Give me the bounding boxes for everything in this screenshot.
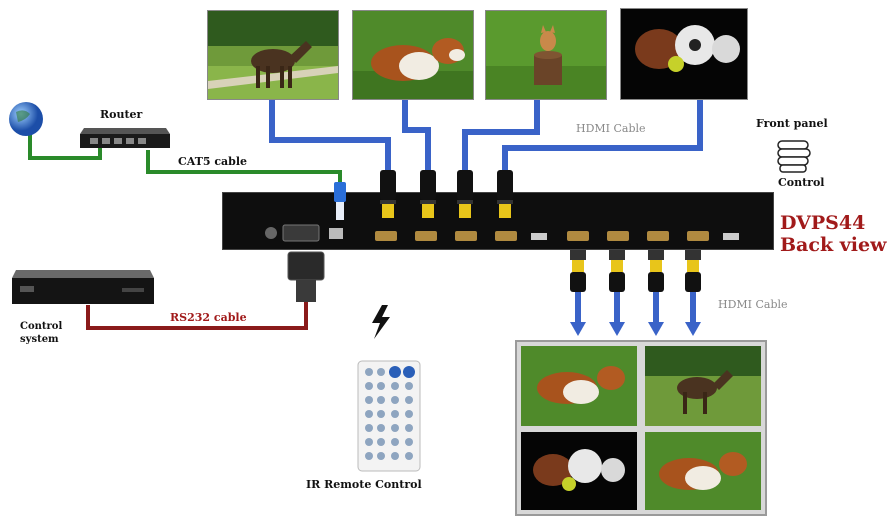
quad-view	[521, 346, 761, 510]
lightning-icon	[368, 305, 392, 339]
hdmi-cable-label-bottom: HDMI Cable	[718, 298, 788, 311]
cat5-label: CAT5 cable	[178, 155, 248, 168]
remote-icon	[357, 360, 421, 472]
control-system-label-line1: Control	[20, 321, 63, 332]
hdmi-cable-label-top: HDMI Cable	[576, 122, 646, 135]
router-icon	[78, 124, 170, 150]
dog-image	[353, 11, 473, 99]
ethernet-plug	[334, 182, 346, 220]
control-system-label-line2: system	[20, 334, 59, 345]
input-photo-horse	[207, 10, 339, 100]
output-display	[515, 340, 767, 516]
hdmi-cable-input-4	[502, 98, 703, 172]
quad-dog-bottom-right	[645, 432, 761, 510]
quad-horse-top-right	[645, 346, 761, 426]
hdmi-cable-input-3	[462, 98, 540, 172]
horse-image	[208, 11, 338, 99]
device-title-line1: DVPS44	[780, 212, 866, 234]
sports-balls-image	[621, 9, 747, 99]
cat5-cable-globe	[28, 125, 102, 160]
ir-remote-label: IR Remote Control	[306, 478, 422, 491]
hdmi-cable-input-1	[269, 98, 391, 172]
quad-balls-bottom-left	[521, 432, 637, 510]
device-title: DVPS44 Back view	[780, 212, 886, 256]
rs232-label: RS232 cable	[170, 311, 247, 324]
cat-image	[486, 11, 606, 99]
input-photo-cat	[485, 10, 607, 100]
front-panel-control-label: Control	[778, 176, 825, 189]
quad-dog-top-left	[521, 346, 637, 426]
rs232-connector	[287, 251, 325, 302]
control-system-label: Control system	[20, 320, 62, 346]
rs232-cable	[86, 300, 308, 330]
router-label: Router	[100, 108, 143, 121]
globe-icon	[6, 100, 46, 138]
control-system-icon	[10, 266, 154, 306]
device-title-line2: Back view	[780, 234, 887, 256]
fist-icon	[774, 135, 814, 175]
hdmi-cable-input-2	[402, 98, 431, 172]
cat5-cable-device	[146, 150, 342, 190]
input-photo-dog	[352, 10, 474, 100]
back-panel-ports	[265, 224, 739, 242]
front-panel-label: Front panel	[756, 117, 828, 130]
input-photo-balls	[620, 8, 748, 100]
hdmi-output-cables	[570, 290, 701, 336]
